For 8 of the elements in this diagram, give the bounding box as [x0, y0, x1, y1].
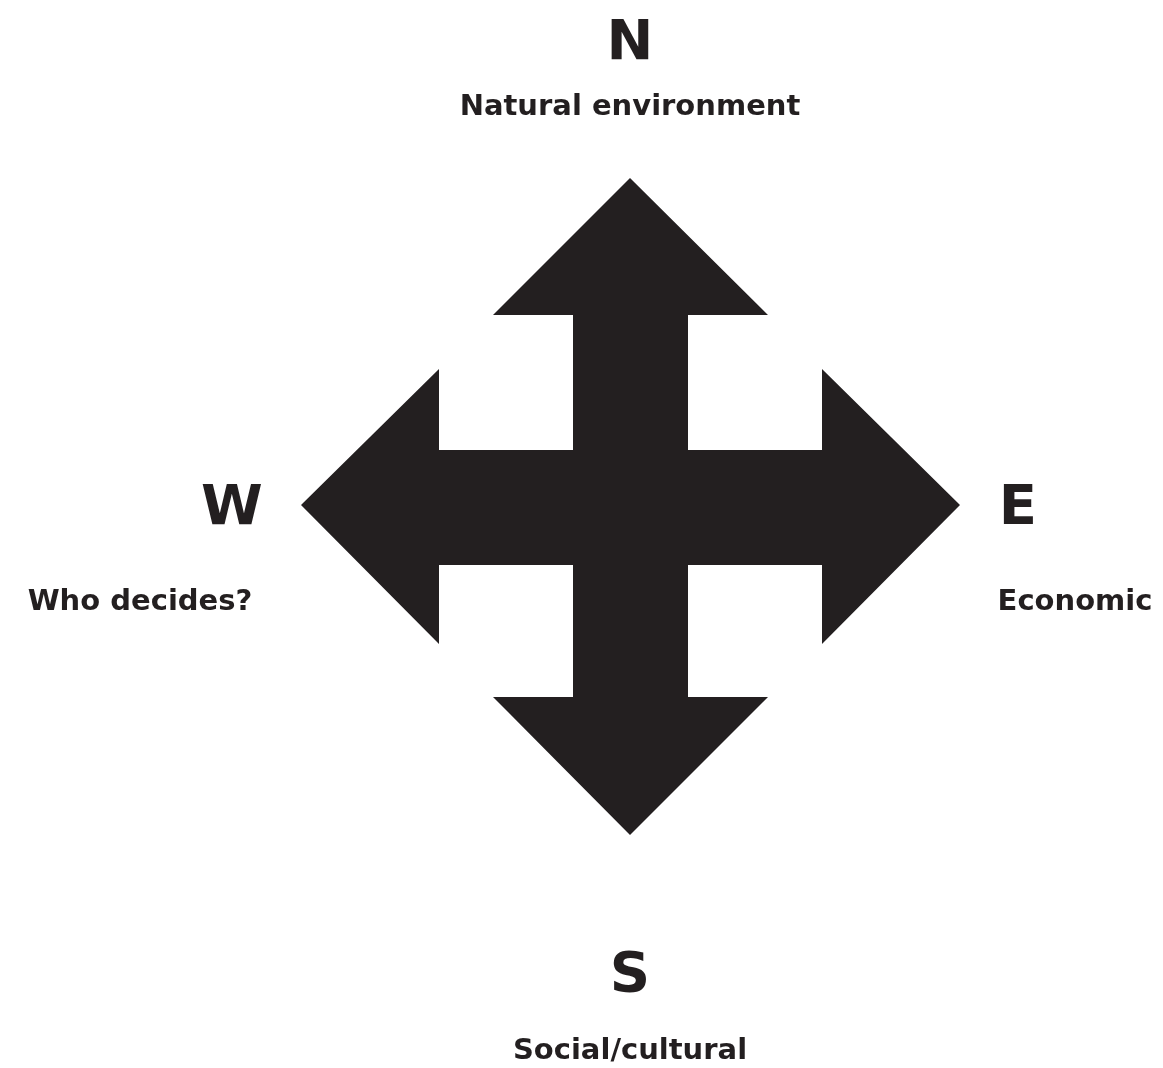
- direction-label: Natural environment: [459, 90, 801, 122]
- direction-label: Who decides?: [27, 585, 253, 617]
- direction-label: Economic: [997, 585, 1153, 617]
- compass-letter: S: [609, 941, 651, 1003]
- compass-letter: N: [606, 9, 654, 71]
- direction-label: Social/cultural: [512, 1034, 748, 1066]
- compass-letter: E: [998, 474, 1038, 536]
- compass-letter: W: [201, 474, 263, 536]
